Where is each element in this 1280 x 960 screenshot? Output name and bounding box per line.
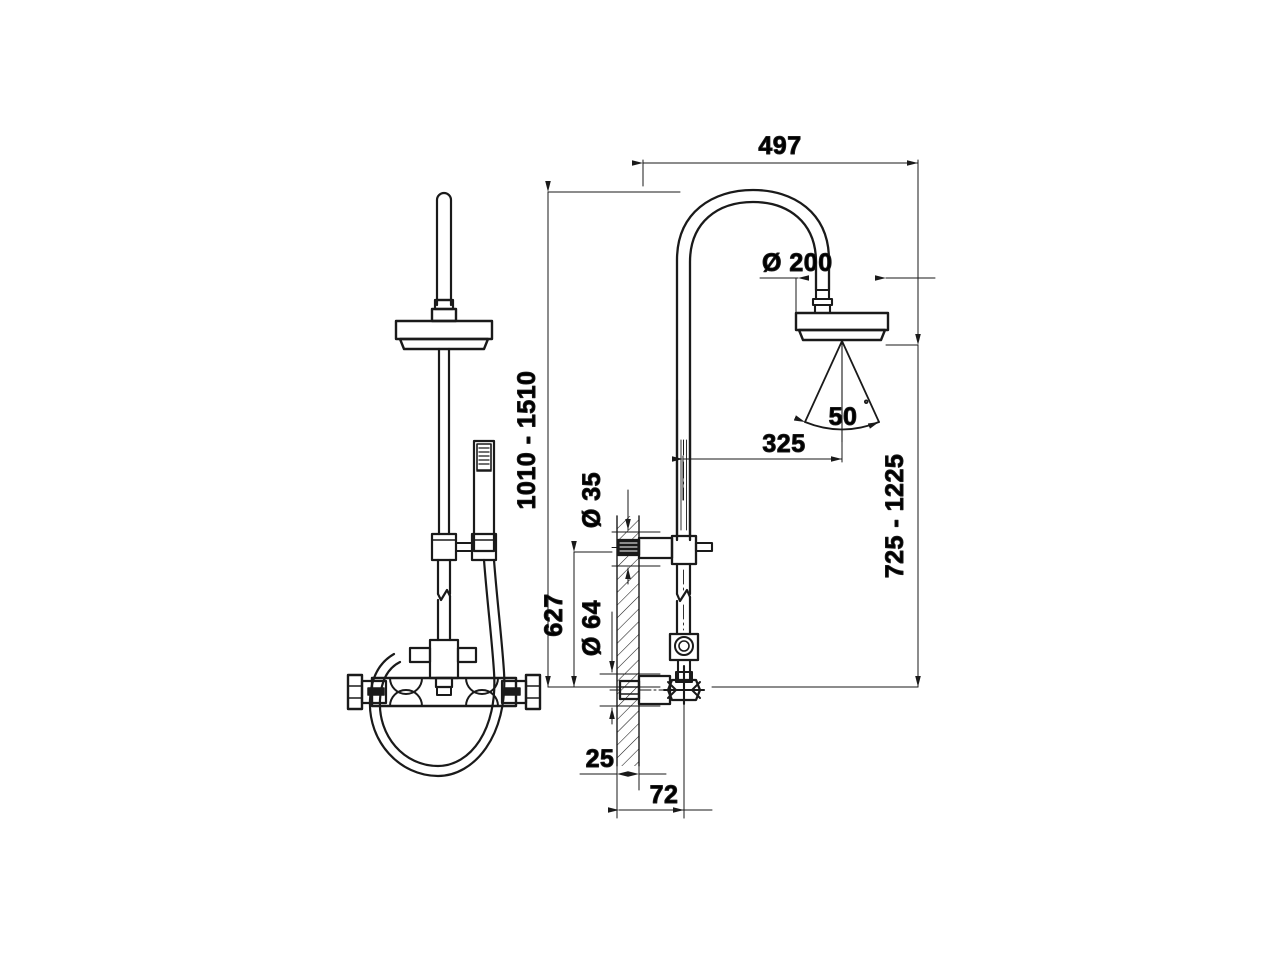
- lower-riser-side: [436, 558, 452, 642]
- rain-head-front: [794, 311, 890, 342]
- spray-cone: [793, 340, 880, 443]
- dim-72: 72: [608, 703, 713, 819]
- dim-1010-1510: 1010 - 1510: [513, 181, 681, 688]
- dim-label-angle-50: 50: [829, 403, 858, 431]
- dim-label-1010-1510: 1010 - 1510: [513, 371, 541, 510]
- mid-riser-front: [675, 562, 692, 636]
- gooseneck-end-view: [435, 191, 453, 307]
- gooseneck-arc: [675, 188, 831, 542]
- mixer-handle-right[interactable]: [500, 673, 542, 711]
- dim-diameter-35: Ø 35: [578, 471, 661, 585]
- dim-label-diameter-200: Ø 200: [762, 249, 833, 277]
- dim-label-diameter-35: Ø 35: [578, 472, 606, 528]
- dim-627: 627: [540, 541, 613, 688]
- degree-symbol: °: [864, 399, 868, 411]
- riser-pipe-side: [437, 347, 451, 536]
- dim-label-25: 25: [586, 745, 615, 773]
- dimension-annotations: 497 1010 - 1510 725 - 1225 Ø 200 50: [513, 132, 936, 819]
- dim-label-725-1225: 725 - 1225: [881, 454, 909, 579]
- dim-label-627: 627: [540, 593, 568, 636]
- wand-holder-bracket: [430, 532, 498, 562]
- dim-725-1225: 725 - 1225: [711, 334, 921, 688]
- dim-diameter-200: Ø 200: [759, 249, 936, 317]
- dim-label-325: 325: [762, 430, 805, 458]
- dim-label-497: 497: [758, 132, 801, 160]
- head-connector-nut-front: [811, 288, 834, 315]
- upper-wall-bracket: [611, 534, 714, 566]
- dim-25: 25: [579, 703, 667, 791]
- dim-diameter-64: Ø 64: [578, 599, 661, 725]
- dim-497: 497: [632, 132, 919, 341]
- dim-325: 325: [672, 430, 843, 501]
- front-section-view: [609, 188, 890, 819]
- flexible-hose-loop: [368, 558, 506, 778]
- dim-label-72: 72: [650, 781, 679, 809]
- handshower-wand-side: [472, 439, 496, 553]
- side-elevation-view: [346, 191, 542, 778]
- dim-label-diameter-64: Ø 64: [578, 600, 606, 656]
- dim-angle-50: 50 °: [828, 399, 869, 432]
- head-connector-nut: [430, 298, 458, 323]
- rain-head-side: [394, 319, 494, 351]
